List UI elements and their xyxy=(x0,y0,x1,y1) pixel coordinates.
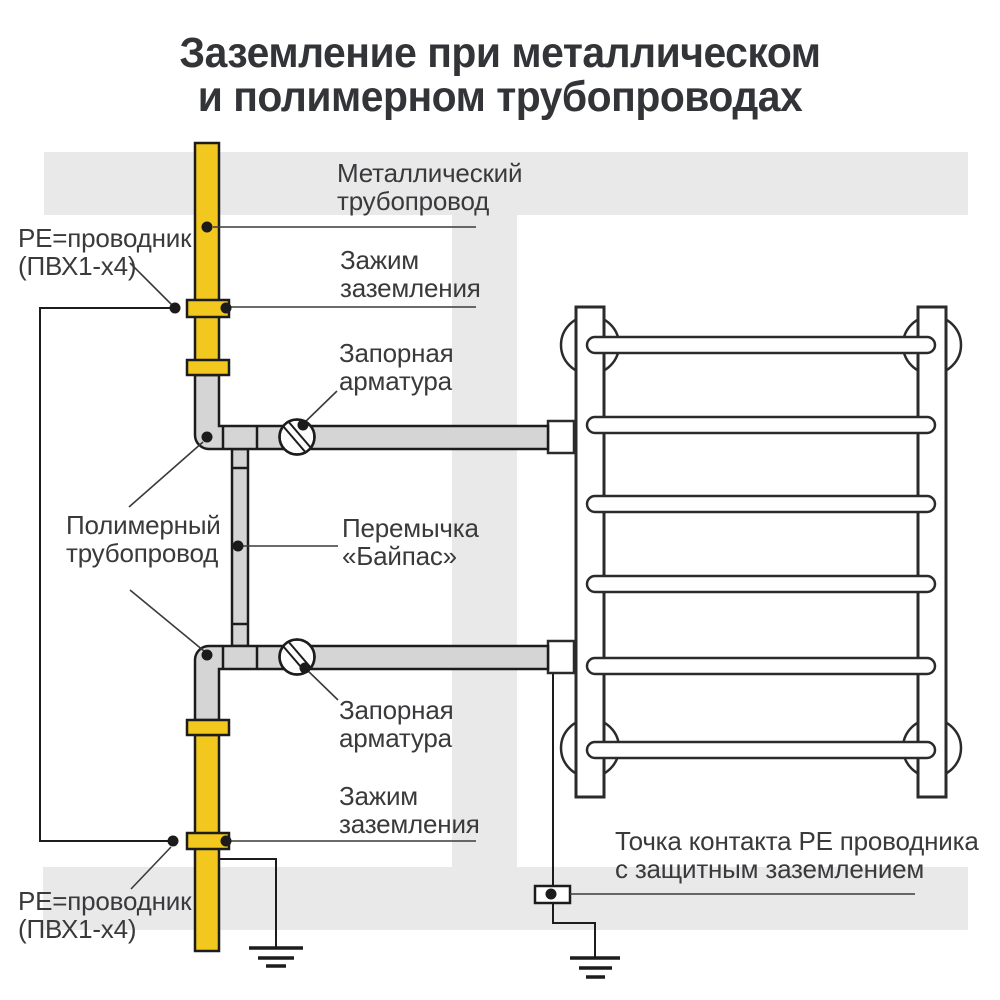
valve-top-icon xyxy=(278,418,316,456)
rail-rung xyxy=(585,574,937,594)
vertical-band xyxy=(452,215,517,867)
rail-fitting-top xyxy=(546,419,576,455)
leader-lines xyxy=(128,226,915,895)
rail-rung xyxy=(585,335,937,355)
label-ground-clamp-bottom: Зажим заземления xyxy=(339,781,480,839)
rail-fittings xyxy=(546,419,576,675)
callout-dot xyxy=(545,888,557,900)
callout-dot xyxy=(232,540,244,552)
rail-rung xyxy=(585,415,937,435)
title-line-2: и полимерном трубопроводах xyxy=(197,73,803,121)
label-pe-conductor-bottom: PE=проводник (ПВХ1-х4) xyxy=(18,886,192,944)
callout-dot xyxy=(201,431,213,443)
rail-rung xyxy=(585,740,937,760)
rail-post-left xyxy=(574,305,606,799)
label-metal-pipe: Металлический трубопровод xyxy=(337,158,523,216)
protective-ground-wire xyxy=(552,673,596,958)
label-polymer-pipe: Полимерный трубопровод xyxy=(66,510,221,568)
ground-symbol-right-icon xyxy=(570,956,620,979)
towel-rail xyxy=(559,305,963,799)
ground-symbol-left-icon xyxy=(219,858,303,968)
label-bypass: Перемычка «Байпас» xyxy=(342,513,479,571)
metallic-piping xyxy=(185,141,231,953)
label-shutoff-valve-top: Запорная арматура xyxy=(339,338,454,396)
leader-pe-top xyxy=(129,262,174,307)
rail-post-right xyxy=(916,305,948,799)
pipe-coupling-top xyxy=(185,358,231,377)
title-line-1: Заземление при металлическом xyxy=(179,29,821,77)
callout-dot xyxy=(299,662,311,674)
callout-dot xyxy=(201,221,213,233)
leader-polymer-up xyxy=(128,441,204,508)
callout-dot xyxy=(220,835,232,847)
pe-conductor-wire xyxy=(39,307,175,842)
leader-polymer-down xyxy=(129,589,205,652)
leader-pe-bottom xyxy=(130,846,172,890)
label-ground-clamp-top: Зажим заземления xyxy=(340,245,481,303)
leader-valve-top xyxy=(302,390,338,425)
callout-dot xyxy=(220,302,232,314)
leader-valve-bottom xyxy=(304,667,339,701)
metal-pipe-top xyxy=(193,141,221,377)
callout-dot xyxy=(201,649,213,661)
label-shutoff-valve-bottom: Запорная арматура xyxy=(339,695,454,753)
page-title: Заземление при металлическом и полимерно… xyxy=(25,31,975,119)
label-pe-conductor-top: PE=проводник (ПВХ1-х4) xyxy=(18,223,192,281)
callout-dot xyxy=(297,419,309,431)
label-contact-point: Точка контакта PE проводника с защитным … xyxy=(615,826,979,884)
rail-fitting-bottom xyxy=(546,639,576,675)
callout-dots xyxy=(167,221,557,900)
pipe-coupling-bottom xyxy=(185,718,231,737)
callout-dot xyxy=(169,302,181,314)
callout-dot xyxy=(167,835,179,847)
rail-rung xyxy=(585,494,937,514)
rail-rung xyxy=(585,656,937,676)
